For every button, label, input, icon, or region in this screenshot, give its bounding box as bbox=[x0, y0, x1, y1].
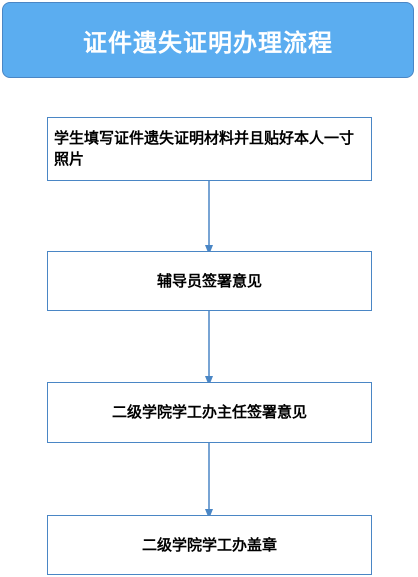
title-banner: 证件遗失证明办理流程 bbox=[2, 2, 414, 78]
step-box-fill-form: 学生填写证件遗失证明材料并且贴好本人一寸照片 bbox=[47, 117, 372, 181]
step-label: 学生填写证件遗失证明材料并且贴好本人一寸照片 bbox=[54, 129, 355, 168]
step-label: 二级学院学工办盖章 bbox=[141, 535, 277, 554]
diagram-title: 证件遗失证明办理流程 bbox=[83, 28, 333, 57]
step-label: 二级学院学工办主任签署意见 bbox=[111, 403, 307, 421]
step-box-director-sign: 二级学院学工办主任签署意见 bbox=[47, 382, 372, 443]
step-box-office-stamp: 二级学院学工办盖章 bbox=[47, 515, 372, 575]
step-label: 辅导员签署意见 bbox=[156, 271, 262, 290]
step-box-counselor-sign: 辅导员签署意见 bbox=[47, 251, 372, 311]
